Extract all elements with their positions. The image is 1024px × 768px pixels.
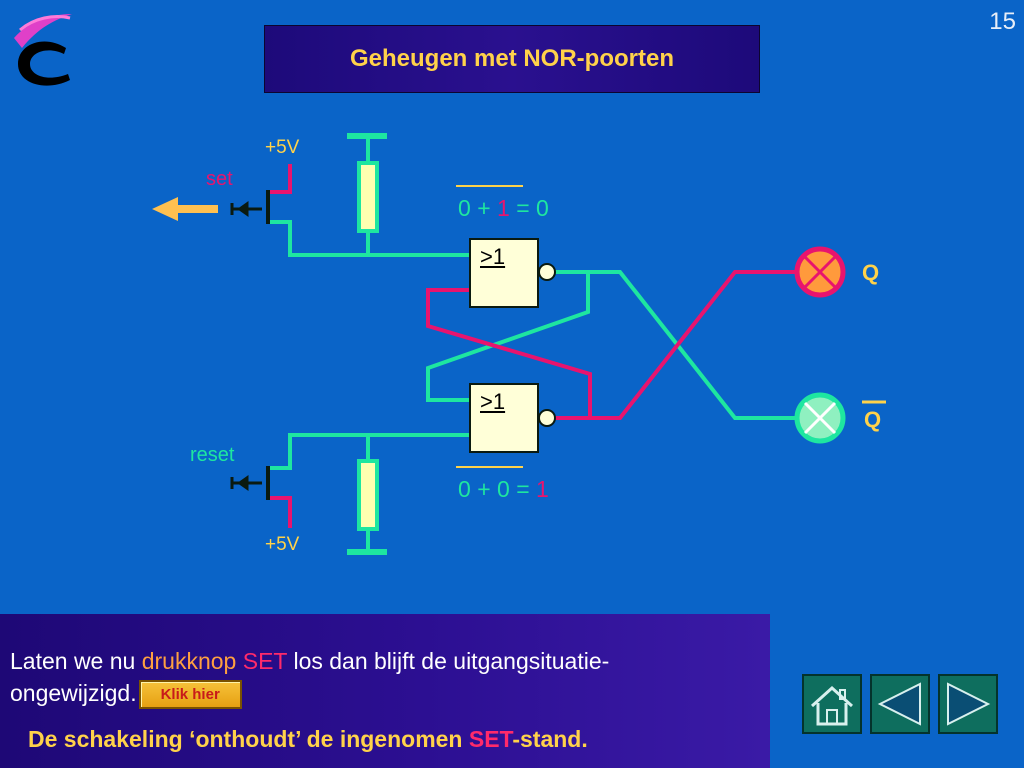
- reset-supply-wire: [268, 496, 292, 528]
- previous-icon: [877, 682, 921, 726]
- set-supply-wire: [268, 164, 292, 194]
- top-eq-result: 0: [536, 195, 549, 221]
- set-label: set: [206, 168, 233, 190]
- info-panel: [0, 614, 770, 768]
- feedback-high-cross: [426, 288, 592, 420]
- top-eq-equals: =: [516, 195, 530, 221]
- info-line1-d: los dan blijft de uitgangsituatie-: [287, 648, 610, 674]
- reset-pushbutton-icon: [230, 466, 270, 500]
- bottom-gate-invert-bubble: [538, 409, 556, 427]
- info-line1-b: drukknop: [141, 648, 243, 674]
- info-line3-set: SET: [468, 726, 513, 752]
- info-line-1: Laten we nu drukknop SET los dan blijft …: [10, 648, 609, 675]
- top-eq-b: 1: [497, 195, 510, 221]
- home-button[interactable]: [802, 674, 862, 734]
- circuit-diagram: [152, 133, 886, 555]
- feedback-low-cross: [426, 270, 590, 402]
- title-banner: Geheugen met NOR-poorten: [264, 25, 760, 93]
- bottom-resistor: [357, 459, 379, 531]
- bottom-eq-plus: +: [477, 476, 491, 502]
- top-gate-equation: 0 + 1 = 0: [458, 195, 549, 222]
- next-button[interactable]: [938, 674, 998, 734]
- page-title: Geheugen met NOR-poorten: [349, 45, 674, 72]
- info-line1-set: SET: [242, 648, 288, 674]
- reset-label: reset: [190, 444, 235, 466]
- lamp-q-on-icon: [794, 246, 846, 298]
- bottom-eq-result: 1: [536, 476, 549, 502]
- info-line1-a: Laten we nu: [10, 648, 142, 674]
- bottom-gate-equation: 0 + 0 = 1: [458, 476, 549, 503]
- logo-icon: [14, 14, 72, 86]
- bottom-eq-b: 0: [497, 476, 510, 502]
- set-pushbutton-icon: [230, 190, 270, 224]
- bottom-nor-gate: [469, 383, 539, 453]
- home-icon: [810, 685, 854, 726]
- bottom-eq-a: 0: [458, 476, 471, 502]
- output-qbar-label: Q: [864, 407, 882, 432]
- next-icon: [947, 682, 991, 726]
- supply-top-label: +5V: [265, 137, 300, 158]
- lamp-qbar-off-icon: [794, 392, 846, 444]
- feedback-high-wire: [553, 270, 798, 420]
- top-eq-a: 0: [458, 195, 471, 221]
- page-number: 15: [989, 8, 1016, 35]
- top-resistor: [357, 161, 379, 233]
- info-line3-a: De schakeling ‘onthoudt’ de ingenomen: [28, 726, 469, 752]
- bottom-gate-symbol: >1: [480, 389, 506, 414]
- top-gate-symbol: >1: [480, 244, 506, 269]
- previous-button[interactable]: [870, 674, 930, 734]
- set-input-wire: [268, 220, 472, 257]
- bottom-eq-equals: =: [516, 476, 530, 502]
- top-eq-plus: +: [477, 195, 491, 221]
- info-line-2: ongewijzigd.Klik hier: [10, 680, 242, 710]
- info-line2-a: ongewijzigd.: [10, 680, 137, 706]
- klik-hier-button[interactable]: Klik hier: [138, 680, 242, 710]
- output-q-label: Q: [862, 260, 880, 285]
- reset-input-wire: [268, 433, 472, 470]
- info-line-3: De schakeling ‘onthoudt’ de ingenomen SE…: [28, 726, 588, 753]
- info-line3-c: -stand.: [512, 726, 588, 752]
- top-nor-gate: [469, 238, 539, 308]
- release-arrow-icon: [152, 197, 218, 221]
- top-gate-invert-bubble: [538, 263, 556, 281]
- supply-bottom-label: +5V: [265, 534, 300, 555]
